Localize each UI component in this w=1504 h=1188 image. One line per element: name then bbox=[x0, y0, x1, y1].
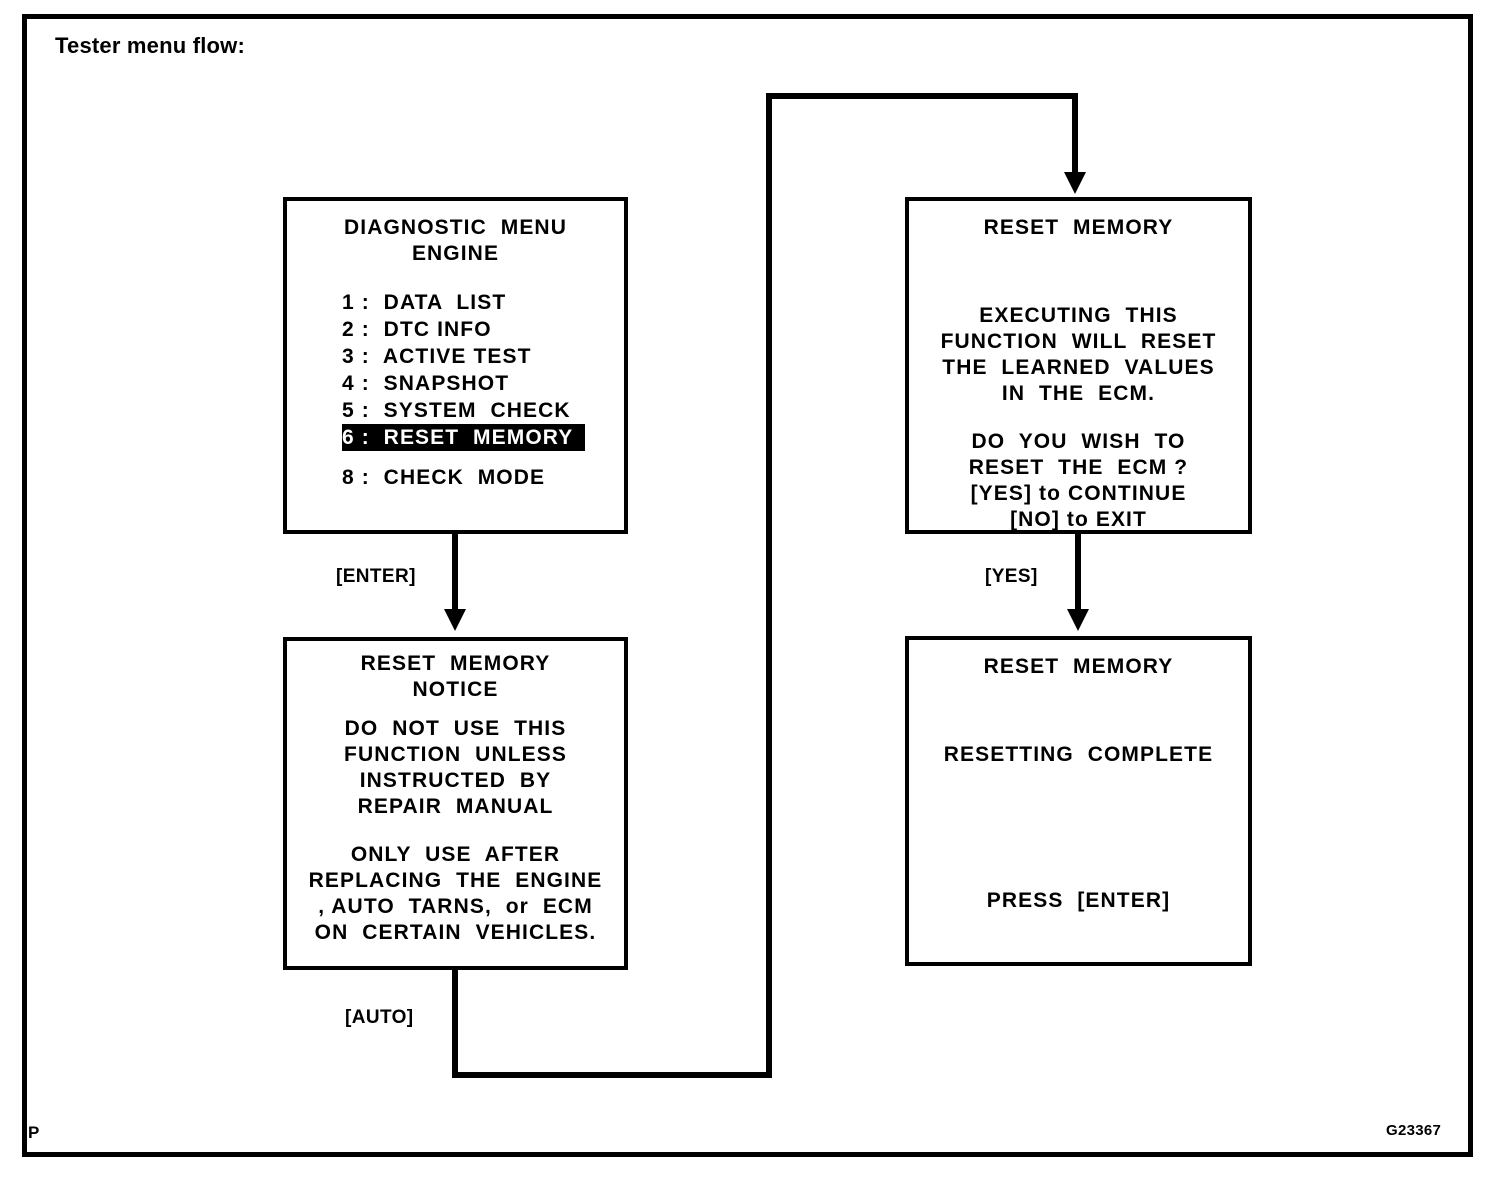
screen-reset-memory-notice: RESET MEMORY NOTICE DO NOT USE THIS FUNC… bbox=[283, 637, 628, 970]
connector-loop-down-into-confirm bbox=[1072, 93, 1078, 173]
connector-yes-arrowhead bbox=[1067, 609, 1089, 631]
confirm-spacer-2 bbox=[909, 407, 1248, 429]
confirm-body1-line2: FUNCTION WILL RESET bbox=[940, 330, 1217, 353]
notice-body1-line1: DO NOT USE THIS bbox=[344, 717, 567, 740]
menu-item-active-test[interactable]: 3 : ACTIVE TEST bbox=[342, 345, 532, 368]
menu-item-data-list[interactable]: 1 : DATA LIST bbox=[342, 291, 507, 314]
connector-enter-arrowhead bbox=[444, 609, 466, 631]
diagnostic-menu-spacer-2 bbox=[287, 451, 624, 464]
confirm-body2-line2: RESET THE ECM ? bbox=[968, 456, 1189, 479]
notice-body1-line4: REPAIR MANUAL bbox=[357, 795, 554, 818]
notice-spacer-1 bbox=[287, 703, 624, 716]
notice-title-line2: NOTICE bbox=[412, 678, 499, 701]
page-title: Tester menu flow: bbox=[55, 33, 246, 58]
connector-loop-horizontal-top bbox=[766, 93, 1078, 99]
screen-diagnostic-menu: DIAGNOSTIC MENU ENGINE 1 : DATA LIST 2 :… bbox=[283, 197, 628, 534]
notice-body1-line3: INSTRUCTED BY bbox=[359, 769, 552, 792]
diagnostic-menu-spacer bbox=[287, 267, 624, 289]
page-frame-bottom-left-border bbox=[22, 1152, 748, 1157]
menu-item-reset-memory[interactable]: 6 : RESET MEMORY bbox=[342, 424, 585, 451]
confirm-body1-line4: IN THE ECM. bbox=[1001, 382, 1156, 405]
notice-spacer-2 bbox=[287, 820, 624, 842]
figure-id-label: G23367 bbox=[1386, 1122, 1442, 1139]
page-frame-top-border bbox=[22, 14, 1473, 19]
confirm-body2-line1: DO YOU WISH TO bbox=[971, 430, 1186, 453]
menu-item-dtc-info[interactable]: 2 : DTC INFO bbox=[342, 318, 492, 341]
page-frame-right-border bbox=[1468, 14, 1473, 1157]
notice-title-line1: RESET MEMORY bbox=[360, 652, 551, 675]
connector-yes-line bbox=[1075, 534, 1081, 611]
complete-spacer-2 bbox=[909, 768, 1248, 888]
confirm-body1-line3: THE LEARNED VALUES bbox=[942, 356, 1215, 379]
complete-title: RESET MEMORY bbox=[983, 655, 1174, 678]
notice-body2-line4: ON CERTAIN VEHICLES. bbox=[314, 921, 597, 944]
complete-prompt[interactable]: PRESS [ENTER] bbox=[986, 889, 1171, 912]
notice-body2-line1: ONLY USE AFTER bbox=[350, 843, 561, 866]
menu-item-system-check[interactable]: 5 : SYSTEM CHECK bbox=[342, 399, 571, 422]
connector-loop-down-from-notice bbox=[452, 970, 458, 1078]
complete-status: RESETTING COMPLETE bbox=[943, 743, 1214, 766]
notice-body2-line3: , AUTO TARNS, or ECM bbox=[318, 895, 593, 918]
complete-spacer-1 bbox=[909, 680, 1248, 742]
connector-loop-up-right bbox=[766, 93, 772, 1078]
menu-item-check-mode[interactable]: 8 : CHECK MODE bbox=[342, 466, 546, 489]
page-frame-left-border bbox=[22, 14, 27, 1157]
confirm-body1-line1: EXECUTING THIS bbox=[979, 304, 1178, 327]
menu-item-snapshot[interactable]: 4 : SNAPSHOT bbox=[342, 372, 510, 395]
screen-reset-memory-complete: RESET MEMORY RESETTING COMPLETE PRESS [E… bbox=[905, 636, 1252, 966]
notice-body2-line2: REPLACING THE ENGINE bbox=[308, 869, 603, 892]
connector-enter-label: [ENTER] bbox=[336, 566, 416, 587]
notice-body1-line2: FUNCTION UNLESS bbox=[344, 743, 567, 766]
diagnostic-menu-title-line2: ENGINE bbox=[411, 242, 500, 265]
connector-loop-arrowhead bbox=[1064, 172, 1086, 194]
confirm-no-option[interactable]: [NO] to EXIT bbox=[1010, 508, 1147, 531]
confirm-yes-option[interactable]: [YES] to CONTINUE bbox=[970, 482, 1187, 505]
confirm-title: RESET MEMORY bbox=[983, 216, 1174, 239]
connector-auto-label: [AUTO] bbox=[345, 1007, 414, 1028]
confirm-spacer-1 bbox=[909, 241, 1248, 303]
connector-yes-label: [YES] bbox=[985, 566, 1038, 587]
connector-enter-line bbox=[452, 534, 458, 611]
page-frame-bottom-right-border bbox=[748, 1152, 1473, 1157]
diagnostic-menu-title-line1: DIAGNOSTIC MENU bbox=[344, 216, 567, 239]
connector-loop-horizontal-bottom bbox=[452, 1072, 772, 1078]
page-corner-mark: P bbox=[28, 1123, 40, 1142]
screen-reset-memory-confirm: RESET MEMORY EXECUTING THIS FUNCTION WIL… bbox=[905, 197, 1252, 534]
